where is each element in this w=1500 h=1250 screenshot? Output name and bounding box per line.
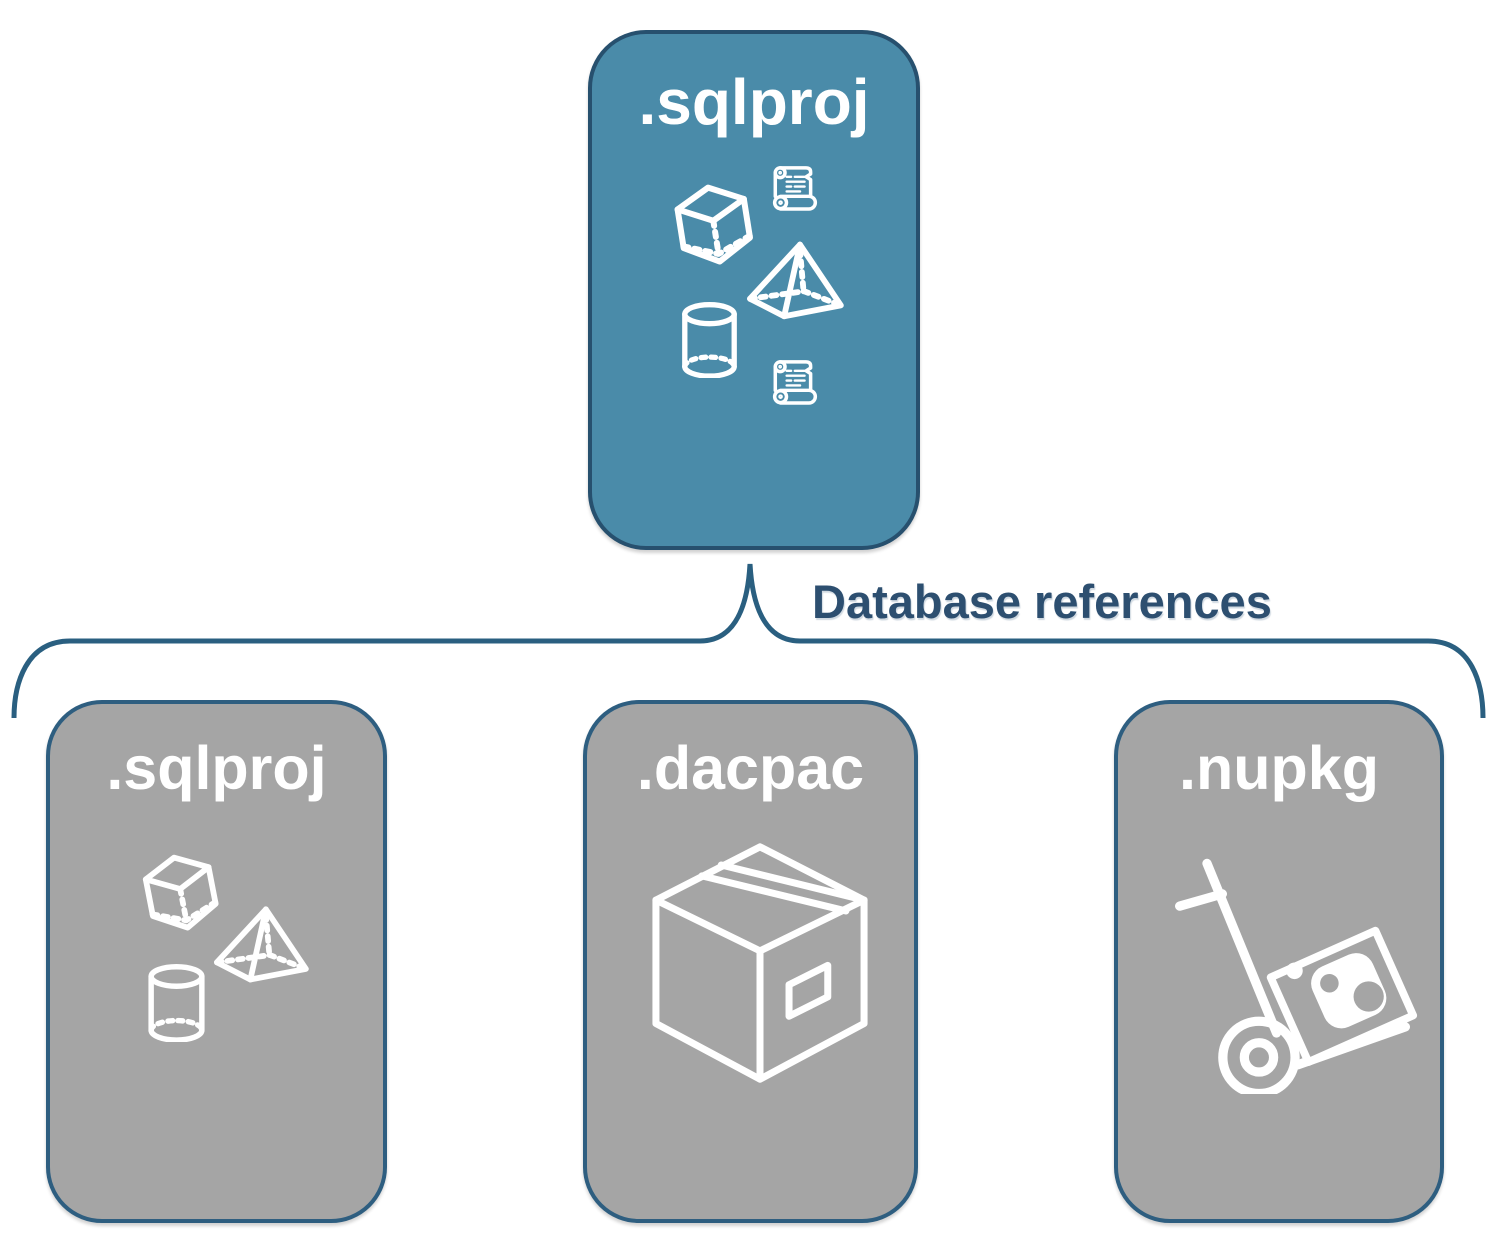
node-root-title: .sqlproj	[638, 66, 870, 138]
node-child-nupkg-title: .nupkg	[1179, 734, 1379, 802]
node-root-sqlproj: .sqlproj	[588, 30, 920, 550]
pyramid-icon	[212, 900, 310, 988]
node-child-dacpac-title: .dacpac	[636, 734, 865, 802]
database-cylinder-icon	[144, 964, 209, 1042]
connector-label: Database references	[812, 575, 1272, 628]
pyramid-icon	[745, 234, 845, 326]
node-child-sqlproj: .sqlproj	[46, 700, 387, 1223]
sql-script-scroll-icon	[770, 356, 822, 410]
node-child-dacpac: .dacpac	[583, 700, 918, 1223]
node-child-nupkg: .nupkg	[1114, 700, 1444, 1223]
database-cylinder-icon	[677, 302, 742, 378]
package-box-icon	[639, 832, 881, 1094]
node-child-sqlproj-title: .sqlproj	[106, 734, 327, 802]
sql-script-scroll-icon	[770, 162, 822, 216]
hand-truck-package-icon	[1172, 850, 1424, 1094]
